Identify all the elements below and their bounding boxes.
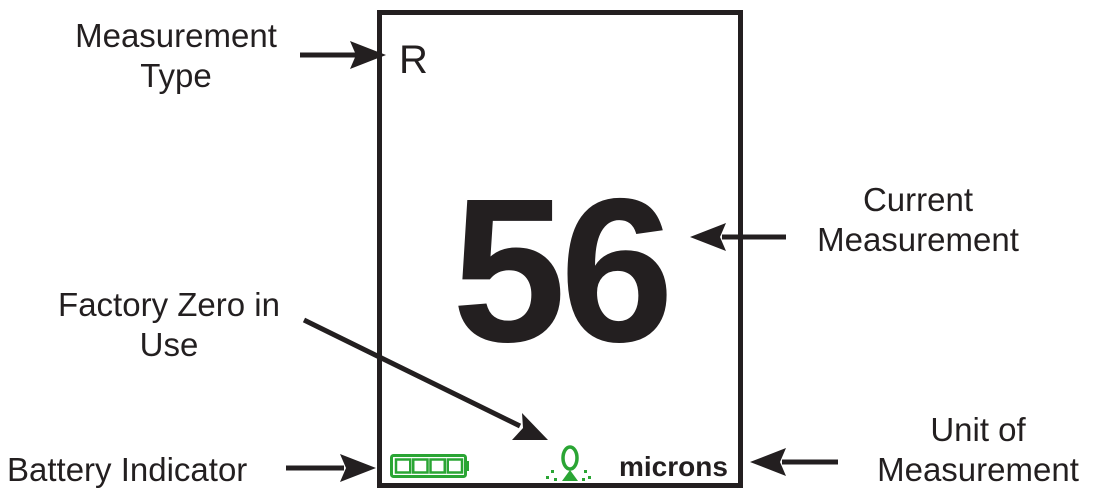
unit-label-line-1: Unit of <box>930 411 1026 448</box>
battery-indicator-label: Battery Indicator <box>7 451 248 488</box>
factory-zero-label-line-2: Use <box>139 326 199 363</box>
measurement-type-letter: R <box>399 38 428 82</box>
battery-segment <box>429 458 446 474</box>
unit-of-measurement-label: Unit of Measurement <box>860 410 1094 490</box>
factory-zero-label-line-1: Factory Zero in <box>58 286 280 323</box>
factory-zero-icon <box>546 445 591 481</box>
current-measurement-label-line-2: Measurement <box>817 221 1019 258</box>
battery-segment <box>394 458 412 474</box>
unit-label-line-2: Measurement <box>877 451 1079 488</box>
current-measurement-label: Current Measurement <box>790 180 1046 260</box>
factory-zero-label: Factory Zero in Use <box>10 285 328 365</box>
unit-text: microns <box>619 451 728 482</box>
factory-zero-arrow <box>302 317 522 429</box>
current-measurement-label-line-1: Current <box>862 181 974 218</box>
battery-segment <box>412 458 429 474</box>
device-screen: R 56 microns <box>377 10 743 488</box>
battery-icon <box>390 454 469 478</box>
measurement-type-label-line-2: Type <box>140 57 212 94</box>
current-reading: 56 <box>451 156 674 385</box>
battery-segment <box>446 458 464 474</box>
measurement-type-label-line-1: Measurement <box>75 17 277 54</box>
measurement-type-label: Measurement Type <box>40 16 312 96</box>
